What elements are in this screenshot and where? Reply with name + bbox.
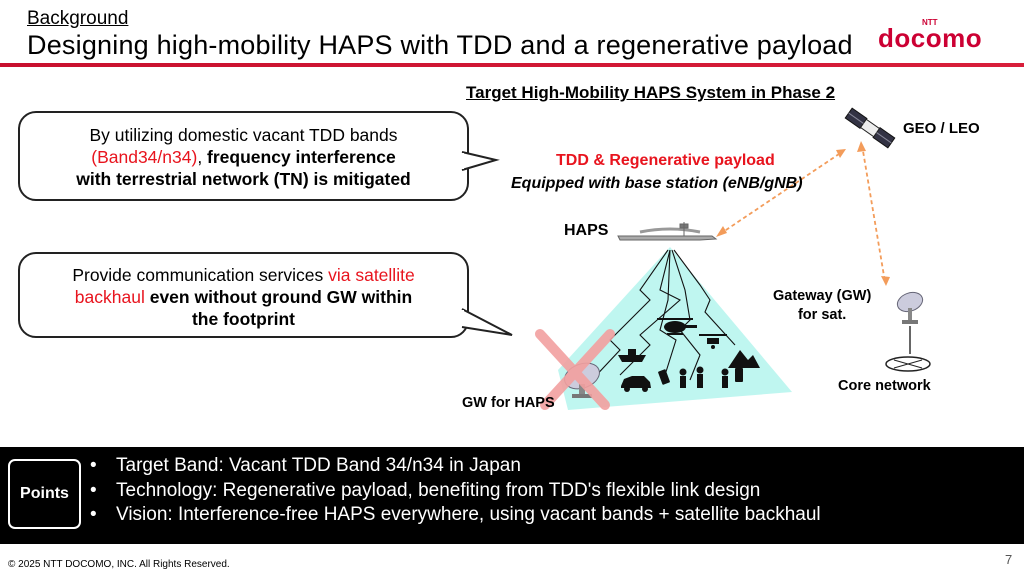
tdd-band-callout: By utilizing domestic vacant TDD bands (…: [18, 111, 469, 201]
callout1-line3: with terrestrial network (TN) is mitigat…: [20, 168, 467, 190]
point-text: Target Band: Vacant TDD Band 34/n34 in J…: [116, 455, 521, 476]
bullet: •: [90, 504, 97, 525]
callout2-plain: Provide communication services: [72, 265, 329, 285]
callout1-bold-a: frequency interference: [207, 147, 396, 167]
section-label: Background: [27, 8, 129, 29]
callout2-line2: backhaul even without ground GW within: [20, 286, 467, 308]
callout2-red-a: via satellite: [328, 265, 415, 285]
equipped-label: Equipped with base station (eNB/gNB): [511, 175, 803, 192]
helicopter-icon: [657, 318, 697, 335]
haps-aircraft-icon: [617, 222, 718, 241]
callout2-red-b: backhaul: [74, 287, 145, 307]
header-divider: [0, 63, 1024, 67]
copyright: © 2025 NTT DOCOMO, INC. All Rights Reser…: [8, 559, 230, 570]
points-label: Points: [8, 459, 81, 529]
gateway-dish-icon: [896, 291, 924, 324]
core-network-label: Core network: [838, 378, 931, 394]
band-highlight: (Band34/n34): [91, 147, 198, 167]
point-text: Technology: Regenerative payload, benefi…: [116, 479, 761, 501]
car-icon: [621, 376, 651, 392]
gw-haps-label: GW for HAPS: [462, 395, 555, 411]
haps-label: HAPS: [564, 222, 609, 239]
drone-icon: [699, 334, 727, 349]
callout1-sep: ,: [197, 147, 208, 167]
satellite-label: GEO / LEO: [903, 120, 980, 137]
callout2-line3: the footprint: [20, 308, 467, 330]
diagram-title: Target High-Mobility HAPS System in Phas…: [466, 83, 836, 102]
arrow-heads: [716, 141, 890, 286]
docomo-logo: NTT docomo: [878, 18, 1018, 53]
callout2-tail: [460, 308, 513, 336]
bullet: •: [90, 455, 97, 476]
callout1-line1: By utilizing domestic vacant TDD bands: [89, 125, 398, 145]
points-bar: [0, 447, 1024, 544]
slide-title: Designing high-mobility HAPS with TDD an…: [27, 30, 853, 60]
satellite-icon: [844, 107, 896, 149]
core-network-icon: [885, 356, 931, 372]
gateway-label-line2: for sat.: [797, 307, 847, 323]
ship-icon: [618, 349, 646, 362]
logo-docomo-text: docomo: [878, 23, 983, 53]
point-text: Vision: Interference-free HAPS everywher…: [116, 504, 821, 525]
signal-rays-icon: [589, 249, 736, 383]
points-list: • Target Band: Vacant TDD Band 34/n34 in …: [90, 454, 821, 528]
gateway-label: Gateway (GW) for sat.: [773, 287, 871, 325]
mountain-icon: [728, 350, 760, 368]
callout2-line1: Provide communication services via satel…: [20, 264, 467, 286]
callout2-bold-a: even without ground GW within: [144, 287, 413, 307]
smartphone-icon: [658, 368, 743, 385]
callout1-line2: (Band34/n34), frequency interference: [20, 146, 467, 168]
bullet: •: [90, 479, 97, 501]
payload-label: TDD & Regenerative payload: [556, 152, 775, 169]
point-item: • Vision: Interference-free HAPS everywhe…: [90, 503, 821, 528]
point-item: • Technology: Regenerative payload, benef…: [90, 479, 821, 504]
satellite-backhaul-callout: Provide communication services via satel…: [18, 252, 469, 338]
person-icon: [679, 366, 729, 388]
unavailable-cross-icon: [535, 329, 615, 410]
gateway-label-line1: Gateway (GW): [773, 288, 872, 304]
callout1-tail: [460, 151, 500, 171]
feeder-link-arrows: [719, 144, 886, 283]
point-item: • Target Band: Vacant TDD Band 34/n34 in …: [90, 454, 821, 479]
callout1-bold-b: with terrestrial network (TN) is mitigat…: [76, 169, 411, 189]
callout2-bold-b: the footprint: [191, 309, 296, 329]
page-number: 7: [1005, 552, 1013, 567]
logo-ntt-text: NTT: [922, 18, 938, 27]
